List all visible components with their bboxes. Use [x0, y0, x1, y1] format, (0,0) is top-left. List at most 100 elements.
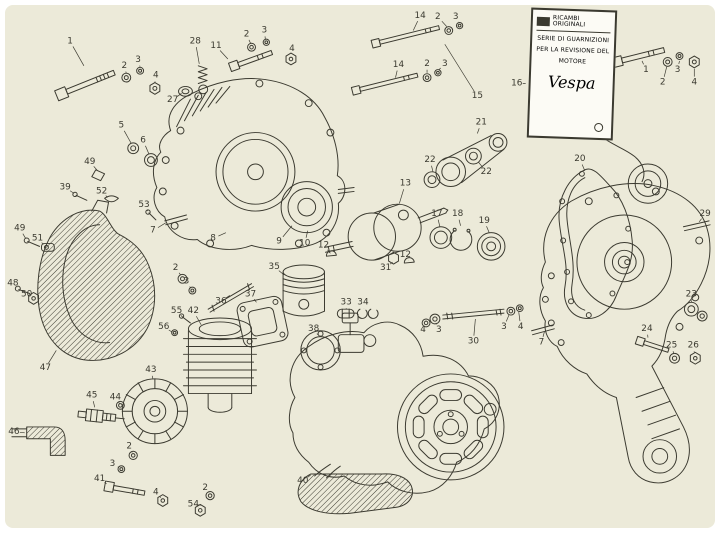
part-number-12: 12 [318, 240, 329, 250]
leader-line-3 [189, 286, 191, 288]
part-number-20: 20 [574, 154, 586, 164]
part-number-4: 4 [153, 488, 159, 498]
part-number-4: 4 [153, 71, 159, 81]
crank-nut [388, 251, 399, 265]
leader-line-20 [581, 164, 586, 171]
part-number-26: 26 [688, 341, 700, 351]
diagram-canvas: RICAMBI ORIGINALI SERIE DI GUARNIZIONI P… [5, 5, 715, 528]
leader-line-14 [412, 20, 419, 31]
part-number-50: 50 [21, 289, 33, 299]
leader-line-28 [195, 47, 200, 64]
leader-line-53 [147, 209, 149, 212]
plug-washer [115, 400, 125, 410]
part-number-24: 24 [641, 324, 653, 334]
head-gasket-ring [300, 330, 341, 371]
stud-washers [177, 273, 197, 295]
part-number-27: 27 [167, 95, 178, 105]
part-number-13: 13 [400, 179, 411, 189]
part-number-43: 43 [145, 365, 156, 375]
part-number-36: 36 [215, 296, 227, 306]
leader-line-2 [178, 272, 181, 276]
bolt-part-1 [54, 66, 161, 102]
leader-line-1 [72, 46, 85, 67]
leader-line-31 [389, 261, 393, 265]
part-number-15: 15 [472, 91, 483, 101]
leader-line-49 [22, 233, 27, 239]
leader-line-17 [437, 219, 441, 227]
cylinder-base-gasket [236, 295, 289, 348]
tag-string [598, 134, 645, 183]
leader-line-3 [678, 60, 680, 65]
part-number-3: 3 [436, 325, 442, 335]
leader-line-35 [278, 270, 285, 276]
leader-line-5 [123, 130, 132, 144]
part-number-2: 2 [435, 12, 441, 22]
part-number-14: 14 [393, 60, 405, 70]
leader-line-41 [104, 482, 107, 485]
bolt-part-1-right [610, 47, 700, 69]
brand-logo-box [536, 16, 550, 26]
part-number-19: 19 [479, 216, 490, 226]
part-number-16: 16 [511, 79, 523, 89]
part-number-3: 3 [135, 55, 141, 65]
leader-line-10 [305, 230, 309, 238]
leader-line-2 [663, 66, 668, 77]
part-number-46: 46 [8, 427, 20, 437]
engine-assembly [288, 312, 505, 515]
right-crankcase-half [539, 183, 711, 484]
tag-string-hole [593, 122, 604, 133]
part-number-51: 51 [32, 234, 43, 244]
leader-line-37 [253, 298, 257, 303]
part-number-29: 29 [699, 209, 710, 219]
part-number-3: 3 [675, 65, 681, 75]
bearing-parts [429, 226, 506, 261]
cylinder-stud [207, 283, 254, 313]
part-number-42: 42 [188, 306, 199, 316]
part-number-2: 2 [126, 442, 132, 452]
tag-brand-script: Vespa [547, 71, 596, 93]
cylinder-screws [171, 313, 191, 337]
bolt-part-11 [228, 38, 297, 73]
part-number-41: 41 [94, 474, 105, 484]
leader-line-52 [105, 195, 108, 198]
leader-line-1 [641, 60, 644, 65]
part-number-31: 31 [380, 263, 391, 273]
part-number-55: 55 [171, 306, 182, 316]
long-bolt-14b [350, 69, 442, 96]
part-number-3: 3 [110, 459, 116, 469]
cylinder-head [121, 378, 188, 445]
pin-circlips [356, 308, 379, 319]
leader-line-12 [327, 249, 331, 254]
part-number-11: 11 [210, 41, 221, 51]
leader-line-56 [168, 329, 172, 333]
part-number-1: 1 [67, 36, 73, 46]
part-number-23: 23 [686, 289, 697, 299]
leader-line-42 [196, 316, 202, 326]
leader-line-13 [399, 189, 405, 204]
part-number-37: 37 [245, 289, 256, 299]
leader-line-2 [248, 39, 251, 44]
part-number-21: 21 [476, 118, 487, 128]
left-crankcase-half [152, 78, 355, 250]
leader-line-43 [151, 375, 154, 379]
leader-line-3 [438, 67, 441, 71]
leader-line-27 [177, 93, 182, 97]
leader-line-7 [157, 222, 166, 228]
leader-line-22 [431, 165, 434, 172]
cylinder [182, 317, 257, 413]
part-number-7: 7 [539, 338, 545, 348]
part-number-2: 2 [173, 263, 179, 273]
leader-line-47 [48, 350, 57, 364]
part-number-33: 33 [341, 297, 352, 307]
leader-line-7 [542, 331, 545, 337]
rod-thrust-washers [423, 147, 482, 189]
part-number-9: 9 [276, 236, 282, 246]
part-number-4: 4 [518, 322, 524, 332]
leader-line-9 [282, 225, 293, 238]
tag-line-3: MOTORE [558, 57, 587, 66]
part-number-3: 3 [501, 322, 507, 332]
exploded-diagram-art [11, 21, 711, 517]
leader-line-11 [219, 50, 229, 60]
part-number-28: 28 [190, 36, 202, 46]
